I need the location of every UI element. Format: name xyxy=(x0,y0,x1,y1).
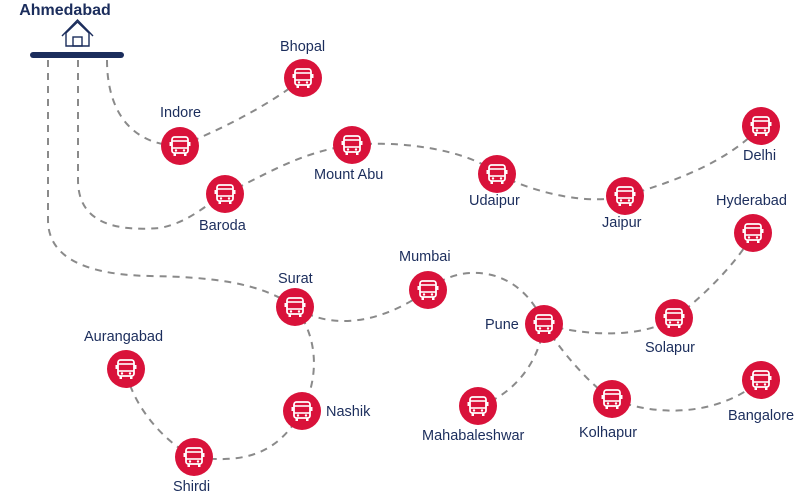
stop-udaipur[interactable] xyxy=(478,155,516,193)
label-bangalore: Bangalore xyxy=(728,408,795,424)
stop-bhopal[interactable] xyxy=(284,59,322,97)
stop-baroda[interactable] xyxy=(206,175,244,213)
label-hyderabad: Hyderabad xyxy=(716,193,787,209)
stop-delhi[interactable] xyxy=(742,107,780,145)
hub-ahmedabad[interactable] xyxy=(30,18,124,58)
label-kolhapur: Kolhapur xyxy=(579,425,638,441)
stop-kolhapur[interactable] xyxy=(593,380,631,418)
label-delhi: Delhi xyxy=(743,148,777,164)
label-indore: Indore xyxy=(160,105,202,121)
label-aurangabad: Aurangabad xyxy=(84,329,164,345)
route-pune-solapur xyxy=(543,317,675,335)
stop-jaipur[interactable] xyxy=(606,177,644,215)
label-mount-abu: Mount Abu xyxy=(314,167,384,183)
route-surat-mumbai xyxy=(294,289,429,322)
stop-indore[interactable] xyxy=(161,127,199,165)
label-pune: Pune xyxy=(485,317,519,333)
label-mahabaleshwar: Mahabaleshwar xyxy=(422,428,525,444)
label-udaipur: Udaipur xyxy=(469,193,520,209)
stop-shirdi[interactable] xyxy=(175,438,213,476)
route-ahmedabad-baroda xyxy=(77,60,226,230)
stop-aurangabad[interactable] xyxy=(107,350,145,388)
route-jaipur-delhi xyxy=(624,125,762,197)
stop-surat[interactable] xyxy=(276,288,314,326)
label-jaipur: Jaipur xyxy=(602,215,642,231)
route-kolhapur-bangalore xyxy=(611,379,762,412)
label-surat: Surat xyxy=(278,271,313,287)
stop-mount-abu[interactable] xyxy=(333,126,371,164)
stop-pune[interactable] xyxy=(525,305,563,343)
route-surat-nashik xyxy=(294,306,315,412)
stop-hyderabad[interactable] xyxy=(734,214,772,252)
route-ahmedabad-surat xyxy=(47,60,296,308)
stop-solapur[interactable] xyxy=(655,299,693,337)
label-baroda: Baroda xyxy=(199,218,246,234)
stop-mahabaleshwar[interactable] xyxy=(459,387,497,425)
stop-nashik[interactable] xyxy=(283,392,321,430)
stop-mumbai[interactable] xyxy=(409,271,447,309)
house-icon xyxy=(61,18,94,47)
route-pune-mahabaleshwar xyxy=(477,323,545,407)
stop-bangalore[interactable] xyxy=(742,361,780,399)
bus-stops xyxy=(107,59,780,476)
label-mumbai: Mumbai xyxy=(399,249,451,265)
label-shirdi: Shirdi xyxy=(173,479,211,495)
route-ahmedabad-indore xyxy=(106,59,181,147)
label-nashik: Nashik xyxy=(326,404,371,420)
label-solapur: Solapur xyxy=(645,340,695,356)
label-bhopal: Bhopal xyxy=(280,39,326,55)
hub-label: Ahmedabad xyxy=(19,2,111,19)
